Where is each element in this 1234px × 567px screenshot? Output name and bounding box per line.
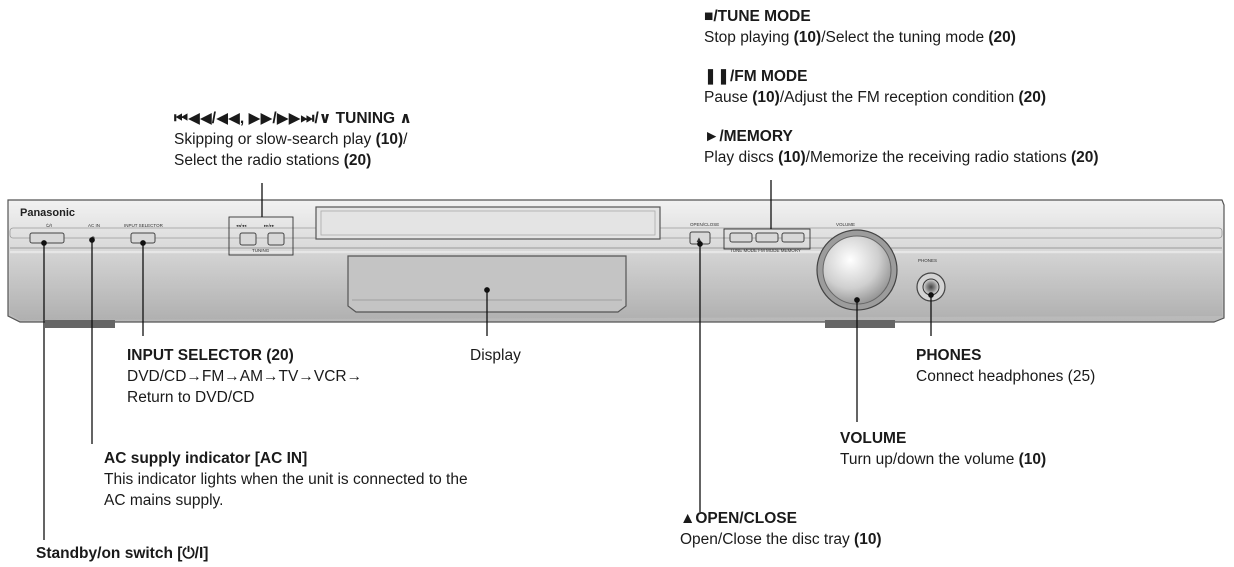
standby-panel-label: ⏻/I bbox=[46, 223, 52, 228]
fm-mode-description: Pause (10)/Adjust the FM reception condi… bbox=[704, 89, 1047, 106]
input-selector-panel-label: INPUT SELECTOR bbox=[124, 223, 164, 228]
open-close-title: ▲OPEN/CLOSE bbox=[680, 510, 797, 527]
tuning-panel-label: TUNING bbox=[252, 248, 270, 253]
ac-supply-line2: AC mains supply. bbox=[104, 492, 224, 509]
tune-mode-title: ■/TUNE MODE bbox=[704, 8, 811, 25]
ac-supply-title: AC supply indicator [AC IN] bbox=[104, 450, 308, 467]
phones-title: PHONES bbox=[916, 347, 982, 364]
fm-mode-annotation: ❚❚/FM MODE Pause (10)/Adjust the FM rece… bbox=[704, 66, 1046, 108]
volume-description: Turn up/down the volume (10) bbox=[840, 451, 1047, 468]
volume-title: VOLUME bbox=[840, 430, 907, 447]
fm-mode-title: ❚❚/FM MODE bbox=[704, 68, 808, 85]
skip-left-panel-label: ◂◂/◂◂ bbox=[236, 223, 247, 228]
memory-annotation: ►/MEMORY Play discs (10)/Memorize the re… bbox=[704, 126, 1099, 168]
phones-annotation: PHONES Connect headphones (25) bbox=[916, 345, 1095, 387]
eject-icon: ▲ bbox=[695, 235, 703, 244]
open-close-panel-label: OPEN/CLOSE bbox=[690, 222, 719, 227]
ac-supply-line1: This indicator lights when the unit is c… bbox=[104, 471, 468, 488]
transport-panel-labels: TUNE MODE FM MODE MEMORY bbox=[730, 248, 801, 253]
brand-logo: Panasonic bbox=[20, 207, 75, 219]
tuning-title: ⏮◀◀/◀◀, ▶▶/▶▶⏭/∨ TUNING ∧ bbox=[174, 110, 412, 127]
foot-left bbox=[45, 320, 115, 328]
tune-mode-description: Stop playing (10)/Select the tuning mode… bbox=[704, 29, 1016, 46]
foot-right bbox=[825, 320, 895, 328]
play-memory-button[interactable] bbox=[781, 232, 805, 243]
standby-annotation: Standby/on switch [⏻/I] bbox=[36, 543, 208, 564]
open-close-description: Open/Close the disc tray (10) bbox=[680, 531, 882, 548]
memory-description: Play discs (10)/Memorize the receiving r… bbox=[704, 149, 1099, 166]
skip-forward-button[interactable] bbox=[267, 232, 285, 246]
ac-in-panel-label: AC IN bbox=[88, 223, 100, 228]
phones-description: Connect headphones (25) bbox=[916, 368, 1096, 385]
skip-right-panel-label: ▸▸/▸▸ bbox=[264, 223, 275, 228]
tuning-description-line1: Skipping or slow-search play (10)/ bbox=[174, 131, 408, 148]
ac-supply-annotation: AC supply indicator [AC IN] This indicat… bbox=[104, 448, 468, 511]
display-label: Display bbox=[470, 347, 521, 364]
tuning-description-line2: Select the radio stations (20) bbox=[174, 152, 372, 169]
tuning-annotation: ⏮◀◀/◀◀, ▶▶/▶▶⏭/∨ TUNING ∧ Skipping or sl… bbox=[174, 108, 412, 171]
tune-mode-annotation: ■/TUNE MODE Stop playing (10)/Select the… bbox=[704, 6, 1016, 48]
display-annotation: Display bbox=[470, 345, 521, 366]
standby-switch[interactable] bbox=[29, 232, 65, 244]
memory-title: ►/MEMORY bbox=[704, 128, 793, 145]
phones-panel-label: PHONES bbox=[918, 258, 937, 263]
volume-panel-label: VOLUME bbox=[836, 222, 855, 227]
input-selector-line1: DVD/CD→FM→AM→TV→VCR→ bbox=[127, 368, 363, 385]
disc-tray[interactable] bbox=[315, 206, 661, 240]
pause-fm-mode-button[interactable] bbox=[755, 232, 779, 243]
input-selector-title: INPUT SELECTOR (20) bbox=[127, 347, 294, 364]
stop-tune-mode-button[interactable] bbox=[729, 232, 753, 243]
display-window bbox=[347, 255, 627, 313]
input-selector-annotation: INPUT SELECTOR (20) DVD/CD→FM→AM→TV→VCR→… bbox=[127, 345, 362, 408]
transport-button-group bbox=[723, 228, 811, 250]
open-close-annotation: ▲OPEN/CLOSE Open/Close the disc tray (10… bbox=[680, 508, 882, 550]
tuning-button-group bbox=[228, 216, 294, 256]
skip-back-button[interactable] bbox=[239, 232, 257, 246]
standby-title: Standby/on switch [⏻/I] bbox=[36, 545, 209, 562]
volume-annotation: VOLUME Turn up/down the volume (10) bbox=[840, 428, 1046, 470]
input-selector-line2: Return to DVD/CD bbox=[127, 389, 255, 406]
